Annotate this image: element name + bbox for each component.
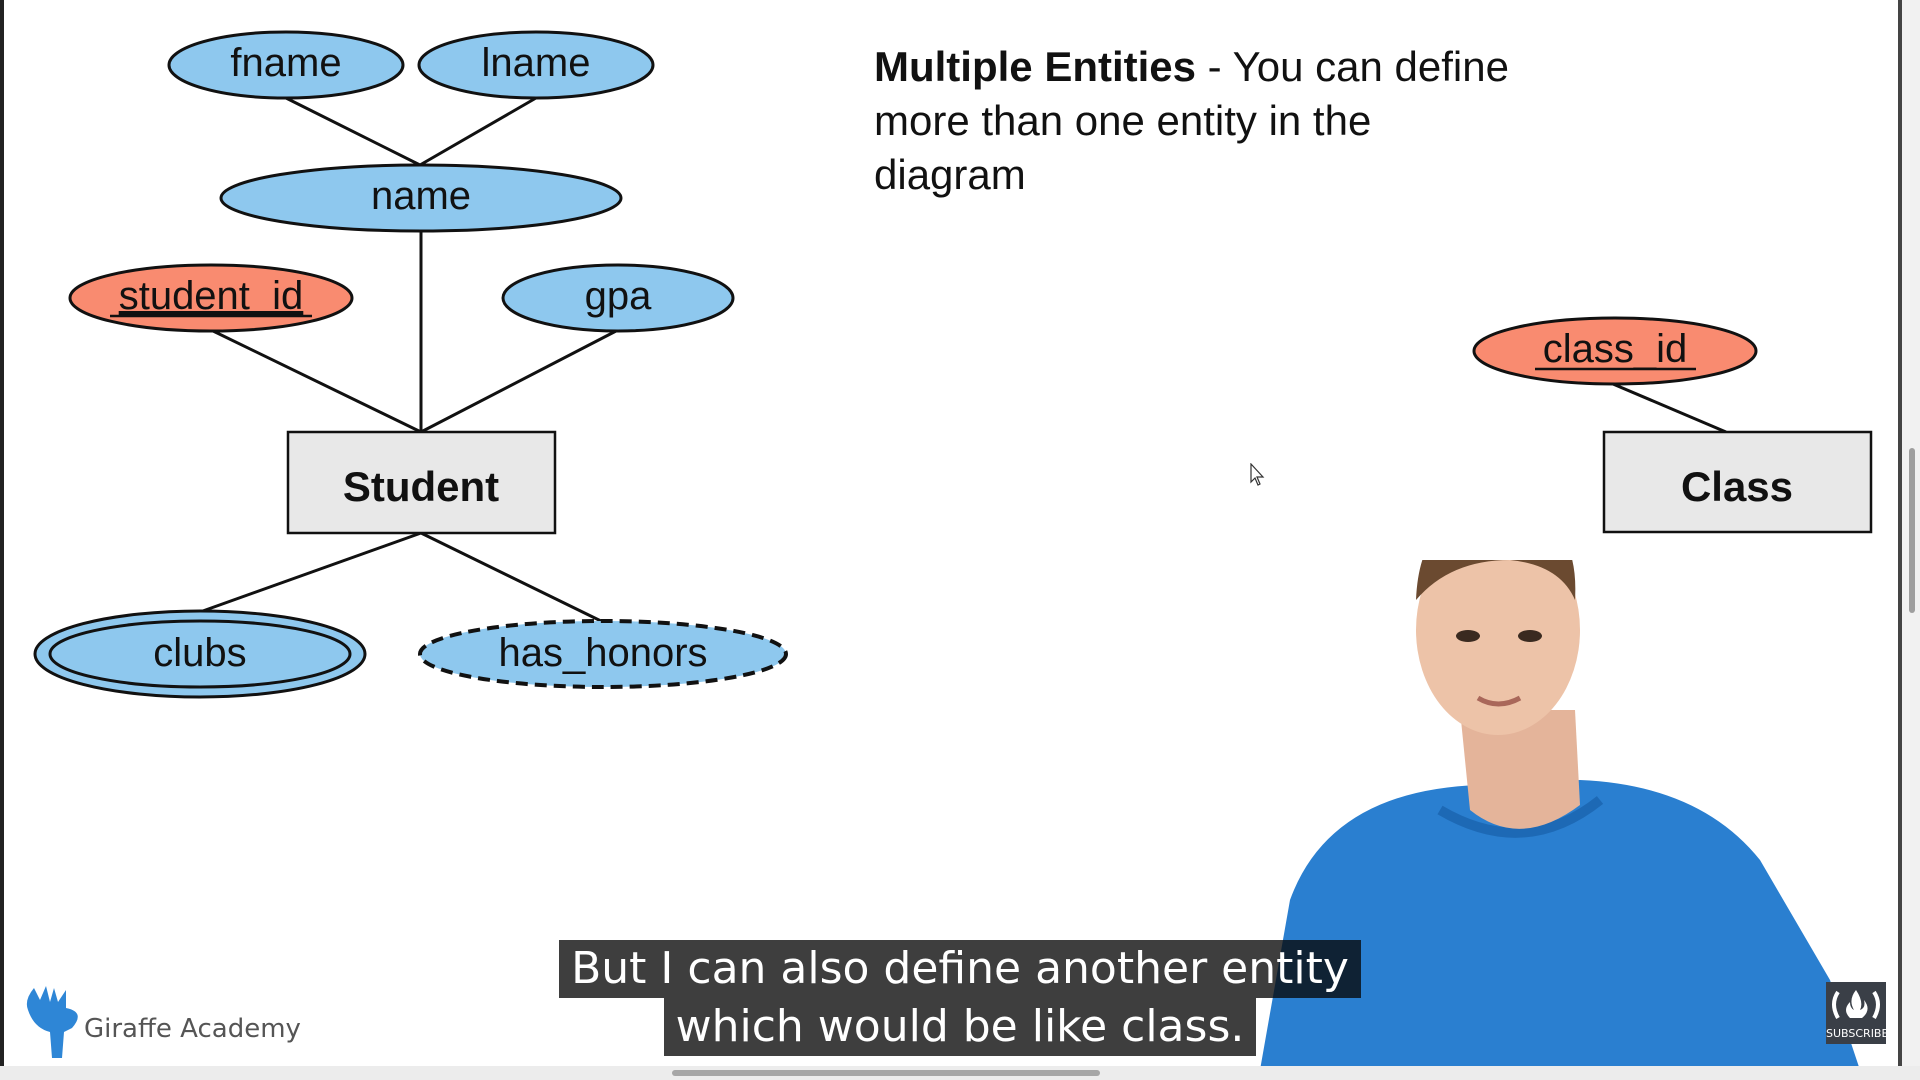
diagram-connectors bbox=[199, 96, 1727, 624]
presenter-eye-left bbox=[1456, 630, 1480, 642]
entity-student-label: Student bbox=[343, 463, 499, 510]
attribute-student-id: student_id bbox=[68, 263, 354, 333]
giraffe-academy-logo: Giraffe Academy bbox=[24, 980, 324, 1060]
slide-heading-bold: Multiple Entities bbox=[874, 43, 1197, 90]
connector-gpa-student bbox=[420, 328, 619, 434]
attribute-name-label: name bbox=[371, 174, 471, 218]
subscribe-button[interactable]: SUBSCRIBE bbox=[1826, 982, 1889, 1044]
subscribe-label: SUBSCRIBE bbox=[1826, 1027, 1889, 1040]
giraffe-icon bbox=[26, 986, 78, 1058]
attribute-clubs-label: clubs bbox=[153, 631, 246, 675]
attribute-name: name bbox=[219, 163, 623, 233]
connector-studentid-student bbox=[210, 328, 422, 434]
attribute-class-id-label: class_id bbox=[1543, 327, 1688, 371]
freecodecamp-icon bbox=[1832, 990, 1880, 1019]
attribute-lname-label: lname bbox=[482, 41, 591, 85]
entity-class-label: Class bbox=[1681, 463, 1793, 510]
presenter-face bbox=[1416, 560, 1580, 735]
presenter-shirt bbox=[1260, 780, 1860, 1070]
attribute-has-honors-label: has_honors bbox=[498, 631, 707, 675]
entity-student: Student bbox=[286, 430, 557, 535]
presenter-collar bbox=[1437, 796, 1604, 838]
attribute-has-honors: has_honors bbox=[418, 619, 788, 689]
connector-student-clubs bbox=[199, 531, 422, 614]
slide-description: Multiple Entities - You can define more … bbox=[874, 40, 1514, 202]
vertical-scrollbar-thumb[interactable] bbox=[1909, 448, 1915, 613]
video-captions: But I can also define another entity whi… bbox=[0, 940, 1920, 1056]
logo-text: Giraffe Academy bbox=[84, 1014, 301, 1044]
entity-class: Class bbox=[1602, 430, 1873, 534]
right-frame-edge bbox=[1898, 0, 1902, 1080]
presenter-neck bbox=[1460, 710, 1580, 829]
connector-classid-class bbox=[1612, 382, 1727, 434]
attribute-class-id: class_id bbox=[1472, 316, 1758, 386]
vertical-scrollbar[interactable] bbox=[1902, 0, 1920, 1080]
caption-line-2: which would be like class. bbox=[663, 998, 1257, 1056]
attribute-student-id-label: student_id bbox=[119, 274, 304, 318]
mouse-cursor-icon bbox=[1250, 463, 1265, 486]
connector-fname-name bbox=[285, 96, 421, 167]
attribute-gpa: gpa bbox=[501, 263, 735, 333]
video-progress-bar[interactable] bbox=[0, 1066, 1920, 1080]
left-frame-edge bbox=[0, 0, 4, 1080]
attribute-fname-label: fname bbox=[230, 41, 341, 85]
slide-heading-text: - You can define more than one entity in… bbox=[874, 43, 1509, 198]
caption-line-1: But I can also define another entity bbox=[559, 940, 1361, 998]
presenter-hair bbox=[1416, 560, 1576, 600]
connector-student-hashonors bbox=[420, 531, 604, 624]
connector-lname-name bbox=[419, 96, 537, 167]
presenter-mouth bbox=[1476, 695, 1522, 707]
presenter-video bbox=[1260, 560, 1860, 1070]
attribute-fname: fname bbox=[167, 30, 405, 100]
attribute-lname: lname bbox=[417, 30, 655, 100]
presenter-eye-right bbox=[1518, 630, 1542, 642]
attribute-clubs: clubs bbox=[33, 609, 367, 699]
video-progress-thumb[interactable] bbox=[672, 1070, 1100, 1076]
attribute-gpa-label: gpa bbox=[585, 274, 652, 318]
